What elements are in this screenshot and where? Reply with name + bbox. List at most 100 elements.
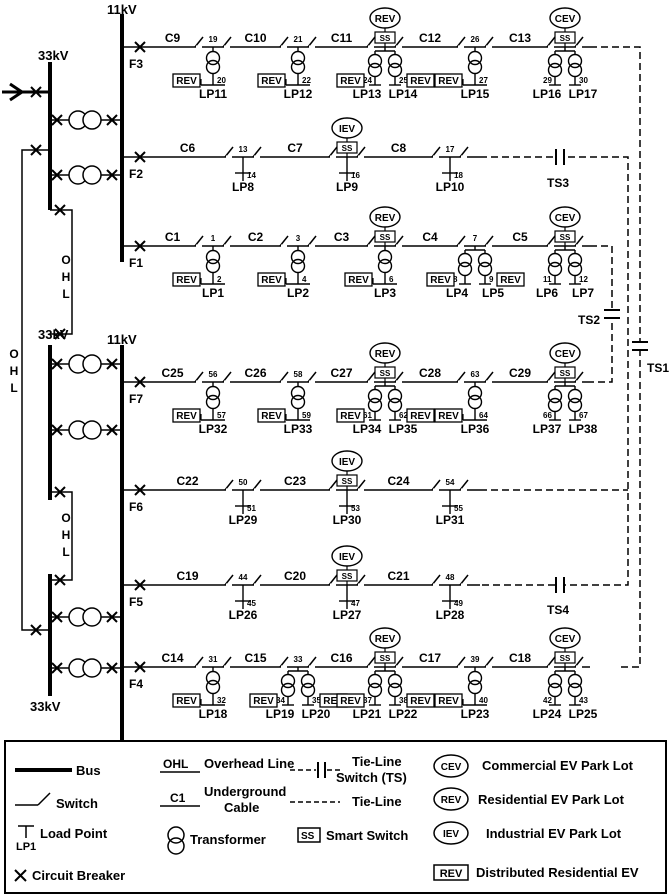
transformer-icon-right: [387, 53, 403, 78]
svg-text:Underground: Underground: [204, 784, 286, 799]
svg-text:SS: SS: [342, 572, 353, 581]
feeder-circuit-breaker: [134, 41, 146, 53]
distributed-rev-box-right: REV: [406, 408, 435, 423]
svg-text:H: H: [62, 528, 71, 542]
legend-iev: IEV Industrial EV Park Lot: [433, 821, 622, 845]
switch-left: [546, 36, 556, 48]
svg-text:REV: REV: [253, 696, 274, 707]
transformer-icon: [205, 385, 221, 410]
cable-label: C12: [419, 31, 441, 45]
circuit-breaker-lv-2: [106, 169, 118, 181]
load-number: 55: [454, 504, 463, 513]
distributed-rev-box: REV: [172, 408, 201, 423]
tie-switch-ts3: TS3: [547, 149, 569, 190]
distributed-rev-box: REV: [172, 693, 201, 708]
switch-right: [356, 146, 366, 158]
bus-33kv-1-label: 33kV: [38, 48, 69, 63]
svg-text:SS: SS: [560, 34, 571, 43]
svg-text:REV: REV: [348, 275, 369, 286]
load-number: 53: [351, 504, 360, 513]
switch-left: [279, 36, 289, 48]
transformer-icon-right: [567, 388, 583, 413]
node-number: 1: [211, 234, 216, 243]
ohl-label-3-vertical: O H L: [9, 347, 18, 395]
transformer-icon-left: [547, 252, 563, 277]
feeder-name: F2: [129, 167, 143, 181]
node-number: 31: [209, 655, 218, 664]
feeder-circuit-breaker: [134, 376, 146, 388]
cable-label: C20: [284, 569, 306, 583]
transformer-icon: [467, 670, 483, 695]
circuit-breaker-ohl-1: [54, 204, 66, 216]
svg-text:REV: REV: [410, 696, 431, 707]
cable-label: C19: [176, 569, 198, 583]
load-number: 37: [363, 696, 372, 705]
distributed-rev-box-left: REV: [336, 408, 365, 423]
cable-label: C16: [330, 651, 352, 665]
cable-label: C26: [244, 366, 266, 380]
feeder-circuit-breaker: [134, 240, 146, 252]
load-point-label: LP36: [461, 422, 490, 436]
svg-text:SS: SS: [560, 233, 571, 242]
cable-label: C21: [387, 569, 409, 583]
node-number: 50: [239, 478, 248, 487]
node-15: 15IEVSS16LP9: [328, 117, 366, 194]
switch-right: [222, 235, 232, 247]
node-number: 44: [239, 573, 248, 582]
distributed-rev-box-left: REV: [336, 73, 365, 88]
svg-text:SS: SS: [560, 654, 571, 663]
load-point-label: LP31: [436, 513, 465, 527]
load-number: 38: [399, 696, 408, 705]
load-point-label: LP27: [333, 608, 362, 622]
svg-text:IEV: IEV: [443, 829, 459, 840]
transformer-icon-left: [367, 53, 383, 78]
transformer-icon-right: [300, 673, 316, 698]
load-point-label: LP23: [461, 707, 490, 721]
tie-switch-ts1: TS1: [632, 341, 669, 375]
svg-text:H: H: [10, 364, 19, 378]
feeder-name: F5: [129, 595, 143, 609]
load-point-label: LP7: [572, 286, 594, 300]
distributed-rev-box: REV: [257, 272, 286, 287]
svg-text:Residential EV Park Lot: Residential EV Park Lot: [478, 792, 625, 807]
cable-label: C25: [161, 366, 183, 380]
distributed-rev-box-right: REV: [496, 272, 525, 287]
svg-text:Commercial EV Park Lot: Commercial EV Park Lot: [482, 758, 634, 773]
transformer-icon-right: [387, 388, 403, 413]
cable-label: C3: [334, 230, 350, 244]
switch-right: [484, 656, 494, 668]
legend-bus: Bus: [15, 763, 101, 778]
load-point-label: LP9: [336, 180, 358, 194]
distributed-rev-box-left: REV: [249, 693, 278, 708]
node-number: 56: [209, 370, 218, 379]
switch-right: [484, 36, 494, 48]
legend: Bus Switch LP1 Load Point Circuit Breake…: [4, 740, 667, 894]
load-point-label: LP21: [353, 707, 382, 721]
load-number: 18: [454, 171, 463, 180]
svg-text:SS: SS: [380, 369, 391, 378]
feeders: F3C9C10C11C12C131920REVLP112122REVLP1223…: [122, 7, 598, 721]
svg-text:SS: SS: [380, 34, 391, 43]
circuit-breaker-ohl-7: [30, 86, 42, 98]
cable-label: C4: [422, 230, 438, 244]
transformer-icon: [467, 50, 483, 75]
svg-text:REV: REV: [438, 411, 459, 422]
bus-33kv-3: 33kV: [30, 574, 61, 714]
switch-right: [394, 36, 404, 48]
legend-smart-switch: SS Smart Switch: [297, 827, 408, 843]
transformer-icon-right: [387, 673, 403, 698]
switch-left: [456, 36, 466, 48]
bus-11kv-1-label: 11kV: [107, 2, 137, 17]
cable-label: C8: [391, 141, 407, 155]
switch-left: [456, 371, 466, 383]
overhead-line-interconnections: OHL O H L O H L O H L: [9, 86, 73, 636]
